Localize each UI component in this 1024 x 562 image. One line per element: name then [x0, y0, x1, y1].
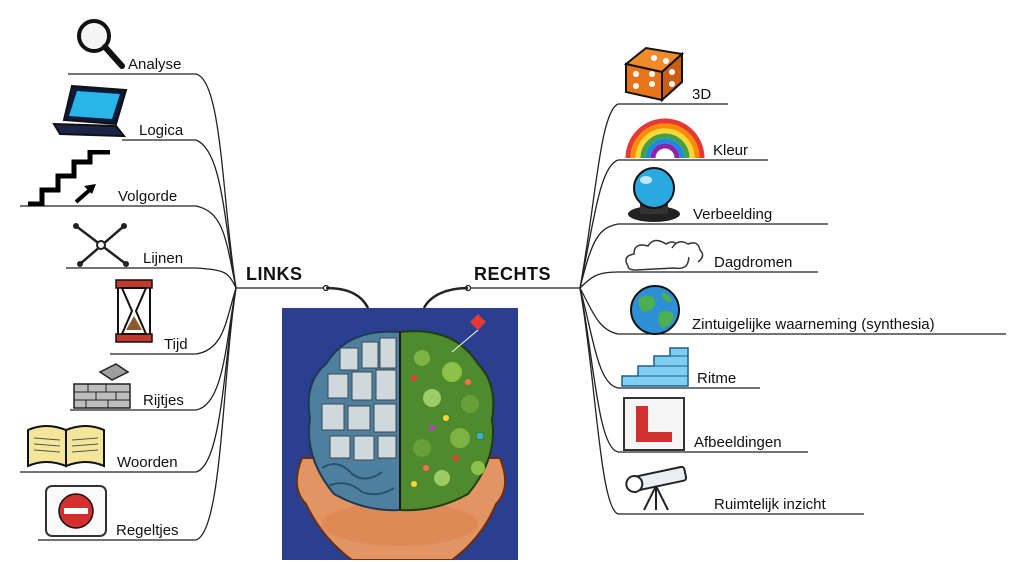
right-branch-8 — [579, 287, 619, 515]
steps-icon — [621, 347, 689, 387]
right-item-label: Verbeelding — [693, 206, 773, 223]
magnifier-icon — [77, 19, 125, 69]
right-branch-6 — [579, 287, 619, 389]
right-item-label: Afbeeldingen — [694, 434, 782, 451]
book-icon — [27, 425, 105, 468]
left-item-label: Volgorde — [118, 188, 178, 205]
left-item-label: Tijd — [164, 336, 188, 353]
rainbow-icon — [625, 118, 705, 158]
left-branch-6 — [195, 287, 237, 411]
clouds-icon — [625, 239, 704, 271]
left-branch-4 — [195, 267, 237, 289]
left-item-label: Rijtjes — [143, 392, 184, 409]
hub-label-rechts: RECHTS — [474, 264, 552, 284]
left-branch-1 — [195, 73, 237, 289]
hub-label-links: LINKS — [246, 264, 303, 284]
stairs-icon — [28, 150, 110, 206]
left-item-label: Logica — [139, 122, 184, 139]
left-branch-7 — [195, 287, 237, 473]
dice-icon — [623, 46, 685, 102]
right-branch-1 — [579, 103, 619, 289]
left-branch-2 — [195, 139, 237, 289]
laptop-icon — [52, 84, 128, 138]
left-item-label: Regeltjes — [116, 522, 179, 539]
left-branch-3 — [195, 205, 237, 289]
left-branch-5 — [195, 287, 237, 355]
right-branch-4 — [579, 271, 619, 289]
right-branch-2 — [579, 159, 619, 289]
brain-head-illustration — [282, 308, 518, 560]
left-item-label: Analyse — [128, 56, 182, 73]
left-item-label: Lijnen — [143, 250, 184, 267]
lines-icon — [73, 223, 129, 267]
right-item-label: Kleur — [713, 142, 749, 159]
right-item-label: 3D — [692, 86, 712, 103]
right-item-label: Ritme — [697, 370, 737, 387]
right-item-label: Zintuigelijke waarneming (synthesia) — [692, 316, 935, 333]
globe-icon — [630, 285, 680, 335]
stop-sign-icon — [45, 485, 107, 537]
right-item-label: Ruimtelijk inzicht — [714, 496, 826, 513]
hourglass-icon — [115, 279, 153, 343]
picture-icon — [623, 397, 685, 451]
left-branch-8 — [195, 287, 237, 541]
left-item-label: Woorden — [117, 454, 178, 471]
crystal-ball-icon — [628, 167, 680, 222]
telescope-icon — [625, 465, 688, 511]
right-branch-3 — [579, 223, 619, 289]
right-item-label: Dagdromen — [714, 254, 793, 271]
bricks-icon — [73, 363, 131, 409]
right-branch-5 — [579, 287, 619, 335]
